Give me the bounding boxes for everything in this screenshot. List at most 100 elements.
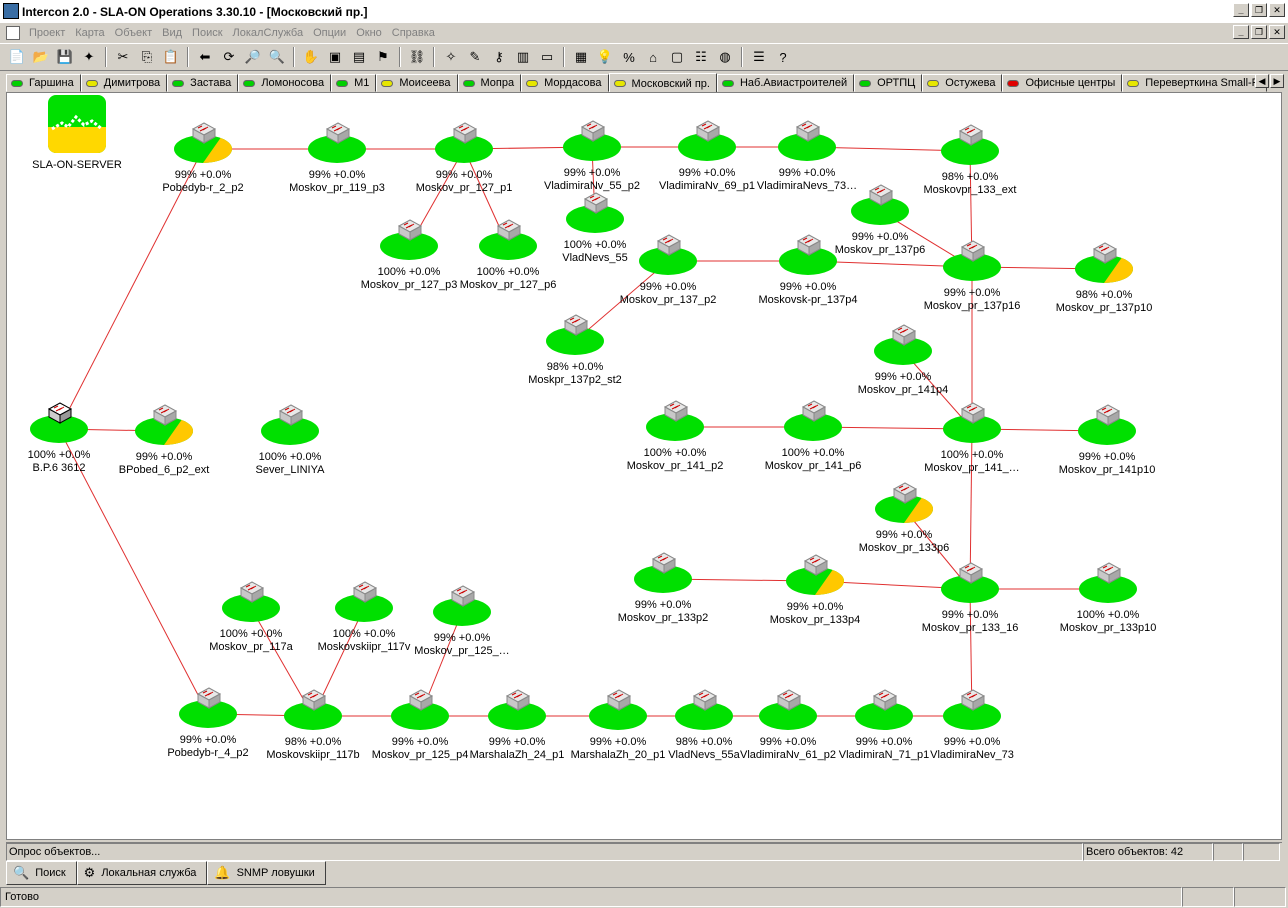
map-tab[interactable]: Гаршина [6, 74, 81, 92]
monitor-icon[interactable]: ▢ [670, 49, 684, 64]
network-node[interactable]: 99% +0.0%Moskov_pr_141p10 [1047, 404, 1167, 477]
zoom-icon[interactable]: 🔎 [244, 49, 262, 64]
tool2-icon[interactable]: ✎ [469, 49, 481, 64]
network-node[interactable]: 98% +0.0%Moskpr_137p2_st2 [515, 314, 635, 387]
network-node[interactable]: 100% +0.0%Moskov_pr_141_p6 [753, 400, 873, 473]
tool4-icon[interactable]: ▥ [516, 49, 530, 64]
network-node[interactable]: 98% +0.0%Moskovpr_133_ext [910, 124, 1030, 197]
percent-icon[interactable]: % [623, 49, 635, 65]
minimize-button[interactable]: _ [1233, 3, 1249, 17]
map-tab[interactable]: М1 [331, 74, 377, 92]
network-node[interactable]: 100% +0.0%Moskov_pr_133p10 [1048, 562, 1168, 635]
network-node[interactable]: 98% +0.0%Moskov_pr_137p10 [1044, 242, 1164, 315]
network-node[interactable]: 99% +0.0%Pobedyb-r_4_p2 [148, 687, 268, 760]
network-node[interactable]: 100% +0.0%B.P.6 3612 [7, 402, 119, 475]
home-icon[interactable]: ⌂ [649, 49, 657, 65]
network-node[interactable]: 99% +0.0%Moskov_pr_133p4 [755, 554, 875, 627]
network-node[interactable]: 100% +0.0%VladNevs_55 [535, 192, 655, 265]
network-map[interactable]: SLA-ON-SERVER 99% +0.0%Pobedyb-r_2_p2 99… [6, 92, 1282, 840]
hand-icon[interactable]: ✋ [302, 49, 320, 64]
tab-search[interactable]: 🔍Поиск [6, 861, 77, 885]
network-node[interactable]: 99% +0.0%BPobed_6_p2_ext [104, 404, 224, 477]
network-node[interactable]: 100% +0.0%Moskov_pr_117a [191, 581, 311, 654]
network-node[interactable]: 98% +0.0%VladNevs_55a [644, 689, 764, 762]
map-tab[interactable]: Мордасова [521, 74, 609, 92]
network-node[interactable]: 99% +0.0%VladimiraNv_69_p1 [647, 120, 767, 193]
map-tab[interactable]: Остужева [922, 74, 1003, 92]
tab-snmp-traps[interactable]: 🔔SNMP ловушки [207, 861, 326, 885]
network-node[interactable]: 99% +0.0%Moskov_pr_141p4 [843, 324, 963, 397]
network-node[interactable]: 99% +0.0%MarshalaZh_20_p1 [558, 689, 678, 762]
tab-local-service[interactable]: ⚙Локальная служба [76, 861, 208, 885]
tab-scroll-right-icon[interactable]: ▶ [1270, 74, 1284, 88]
network-node[interactable]: 99% +0.0%VladimiraNev_73 [912, 689, 1032, 762]
help-icon[interactable]: ? [779, 49, 787, 65]
network-node[interactable]: 99% +0.0%Moskov_pr_133_16 [910, 562, 1030, 635]
new-icon[interactable]: 📄 [8, 49, 26, 64]
doc-restore-button[interactable]: ❐ [1251, 25, 1267, 39]
network-node[interactable]: 100% +0.0%Moskov_pr_127_p3 [349, 219, 469, 292]
doc-close-button[interactable]: ✕ [1269, 25, 1285, 39]
menu-search[interactable]: Поиск [192, 26, 223, 39]
network-node[interactable]: 99% +0.0%Moskov_pr_133p2 [603, 552, 723, 625]
network-node[interactable]: 99% +0.0%Moskov_pr_133p6 [844, 482, 964, 555]
network-node[interactable]: 99% +0.0%Moskovsk-pr_137p4 [748, 234, 868, 307]
network-node[interactable]: 100% +0.0%Sever_LINIYA [230, 404, 350, 477]
cut-icon[interactable]: ✂ [117, 49, 129, 64]
map-tab[interactable]: Моисеева [376, 74, 458, 92]
network-node[interactable]: 99% +0.0%Moskov_pr_125_… [402, 585, 522, 658]
paste-icon[interactable]: 📋 [162, 49, 180, 64]
menu-options[interactable]: Опции [313, 26, 347, 39]
network-node[interactable]: 99% +0.0%VladimiraNevs_73… [747, 120, 867, 193]
network-node[interactable]: 99% +0.0%VladimiraN_71_p1 [824, 689, 944, 762]
sla-on-server[interactable]: SLA-ON-SERVER [27, 95, 127, 171]
network-node[interactable]: 99% +0.0%Pobedyb-r_2_p2 [143, 122, 263, 195]
map-tab[interactable]: Димитрова [80, 74, 168, 92]
properties-icon[interactable]: ☰ [753, 49, 765, 64]
document-icon[interactable] [6, 25, 20, 40]
tool3-icon[interactable]: ⚷ [494, 49, 504, 64]
link-icon[interactable]: ⛓ [408, 49, 426, 64]
network-node[interactable]: 99% +0.0%Moskov_pr_137p6 [820, 184, 940, 257]
network-node[interactable]: 99% +0.0%Moskov_pr_119_p3 [277, 122, 397, 195]
grid-icon[interactable]: ▦ [574, 49, 588, 64]
pin-icon[interactable]: ⚑ [377, 49, 389, 64]
map-tab[interactable]: ОРТПЦ [854, 74, 923, 92]
close-button[interactable]: ✕ [1269, 3, 1285, 17]
tree-icon[interactable]: ☷ [695, 49, 707, 64]
network-node[interactable]: 98% +0.0%Moskovskiipr_117b [253, 689, 373, 762]
device-icon[interactable]: ▣ [328, 49, 342, 64]
map-tab[interactable]: Ломоносова [238, 74, 332, 92]
network-node[interactable]: 100% +0.0%Moskovskiipr_117v [304, 581, 424, 654]
globe-icon[interactable]: ◍ [719, 49, 731, 64]
network-node[interactable]: 99% +0.0%VladimiraNv_55_p2 [532, 120, 652, 193]
copy-icon[interactable]: ⎘ [141, 49, 153, 64]
network-node[interactable]: 99% +0.0%VladimiraNv_61_p2 [728, 689, 848, 762]
menu-local-service[interactable]: ЛокалСлужба [232, 26, 304, 39]
network-node[interactable]: 99% +0.0%MarshalaZh_24_p1 [457, 689, 577, 762]
tool1-icon[interactable]: ✧ [445, 49, 457, 64]
wand-icon[interactable]: ✦ [83, 49, 95, 64]
doc-minimize-button[interactable]: _ [1233, 25, 1249, 39]
map-tab[interactable]: Мопра [457, 74, 522, 92]
menu-view[interactable]: Вид [162, 26, 183, 39]
menu-map[interactable]: Карта [75, 26, 105, 39]
bulb-icon[interactable]: 💡 [596, 49, 614, 64]
find-icon[interactable]: 🔍 [268, 49, 286, 64]
open-icon[interactable]: 📂 [32, 49, 50, 64]
menu-help[interactable]: Справка [391, 26, 435, 39]
map-tab[interactable]: Переверткина Small-R [1122, 74, 1267, 92]
menu-window[interactable]: Окно [356, 26, 382, 39]
map-tab[interactable]: Офисные центры [1002, 74, 1123, 92]
refresh-icon[interactable]: ⟳ [223, 49, 235, 64]
network-node[interactable]: 100% +0.0%Moskov_pr_127_p6 [448, 219, 568, 292]
map-tab[interactable]: Наб.Авиастроителей [716, 74, 855, 92]
network-node[interactable]: 100% +0.0%Moskov_pr_141_p2 [615, 400, 735, 473]
network-node[interactable]: 99% +0.0%Moskov_pr_137p16 [912, 240, 1032, 313]
back-icon[interactable]: ⬅ [199, 49, 211, 64]
tool5-icon[interactable]: ▭ [540, 49, 554, 64]
chart-icon[interactable]: ▤ [352, 49, 366, 64]
menu-project[interactable]: Проект [29, 26, 66, 39]
maximize-button[interactable]: ❐ [1251, 3, 1267, 17]
map-tab[interactable]: Застава [167, 74, 239, 92]
